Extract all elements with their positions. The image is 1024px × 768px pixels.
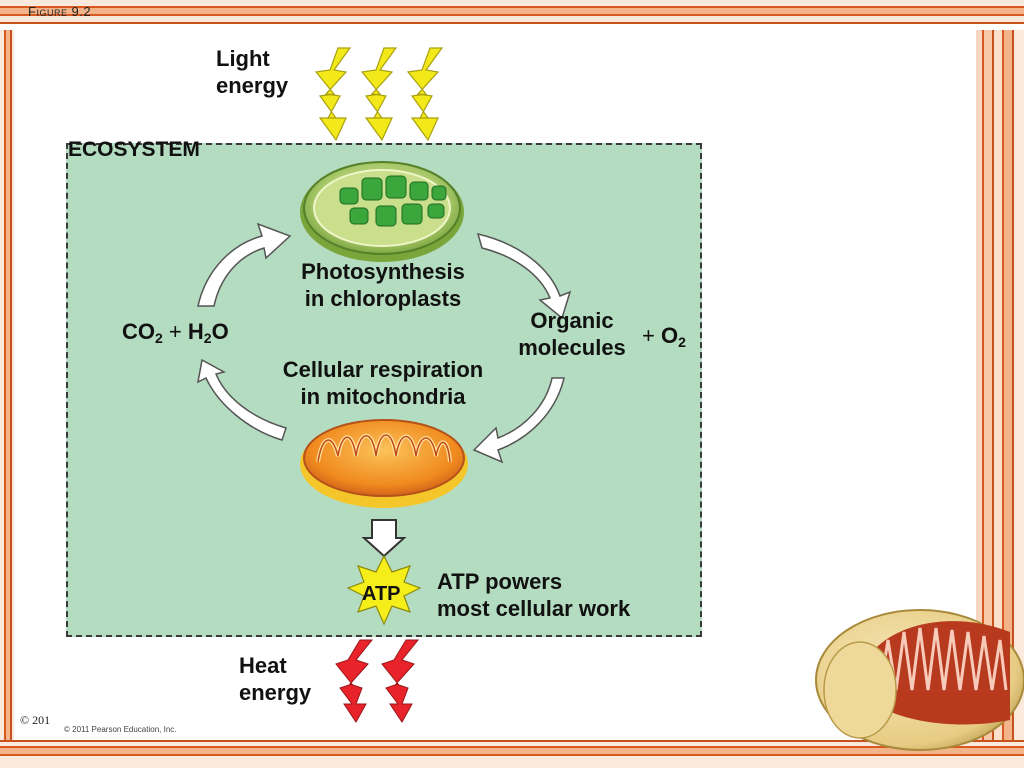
h2o-h-text: H xyxy=(187,319,204,344)
respiration-line1: Cellular respiration xyxy=(282,357,484,382)
credit-strip xyxy=(60,724,708,740)
h2o-o-text: O xyxy=(211,319,229,344)
o2-subscript: 2 xyxy=(678,334,686,350)
o2-text: O xyxy=(660,323,679,348)
heat-energy-label: Heat energy xyxy=(239,652,311,706)
bottom-border xyxy=(0,740,1024,768)
photosynthesis-label: Photosynthesis in chloroplasts xyxy=(272,258,494,312)
respiration-label: Cellular respiration in mitochondria xyxy=(258,356,508,410)
figure-label: Figure 9.2 xyxy=(28,4,92,19)
cycle-arrow-icon xyxy=(196,222,572,464)
plus-sign-2: + xyxy=(642,323,655,348)
organic-line1: Organic xyxy=(530,308,614,333)
organic-line2: molecules xyxy=(518,335,626,360)
heat-energy-line2: energy xyxy=(239,680,312,705)
down-arrow-icon xyxy=(361,519,407,558)
heat-energy-line1: Heat xyxy=(239,653,287,678)
copyright-fragment: © 201 xyxy=(20,713,51,727)
organic-molecules-label: Organic molecules xyxy=(504,307,640,361)
left-border xyxy=(0,30,14,740)
plus-sign-1: + xyxy=(168,319,182,344)
atp-starburst-icon xyxy=(346,554,422,626)
right-border xyxy=(976,30,1024,740)
photosynthesis-line2: in chloroplasts xyxy=(304,286,462,311)
light-energy-line2: energy xyxy=(216,73,289,98)
photosynthesis-line1: Photosynthesis xyxy=(301,259,465,284)
co2-subscript: 2 xyxy=(155,330,163,346)
o2-label: + O2 xyxy=(642,322,686,349)
co2-text: CO xyxy=(122,319,155,344)
top-border xyxy=(0,0,1024,30)
ecosystem-label: ECOSYSTEM xyxy=(68,138,200,161)
h2o-subscript: 2 xyxy=(203,330,212,346)
chloroplast-icon xyxy=(300,161,464,262)
mitochondrion-icon xyxy=(300,419,468,508)
co2-h2o-label: CO2 + H2O xyxy=(122,318,229,345)
light-energy-line1: Light xyxy=(216,46,270,71)
credit-text: © 2011 Pearson Education, Inc. xyxy=(64,725,177,734)
heat-bolt-icon xyxy=(335,639,420,723)
light-bolt-icon xyxy=(314,47,444,142)
atp-powers-line2: most cellular work xyxy=(437,596,631,621)
light-energy-label: Light energy xyxy=(216,45,288,99)
respiration-line2: in mitochondria xyxy=(300,384,466,409)
atp-powers-line1: ATP powers xyxy=(437,569,563,594)
atp-powers-label: ATP powers most cellular work xyxy=(437,568,630,622)
atp-label: ATP xyxy=(362,583,401,605)
corner-mitochondrion-icon xyxy=(815,609,1024,751)
